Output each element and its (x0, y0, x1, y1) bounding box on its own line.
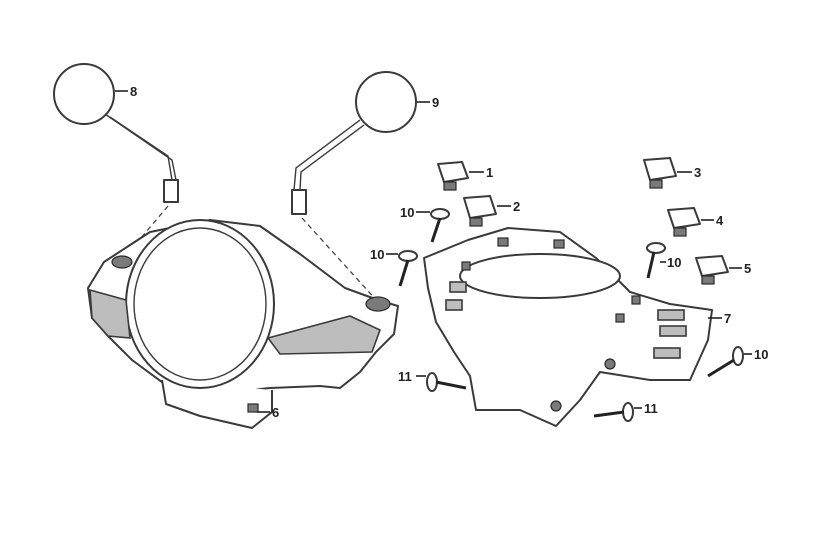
mirror-left-stem (163, 179, 179, 203)
front-cover-clip (247, 403, 259, 413)
switch-knob-2 (463, 195, 497, 227)
callout-5: 5 (744, 261, 751, 276)
screw-11-b (593, 402, 634, 422)
callout-8: 8 (130, 84, 137, 99)
callout-7: 7 (724, 311, 731, 326)
mirror-mount-left (111, 255, 133, 269)
switch-slot-right-3 (653, 347, 681, 359)
screw-10-c (646, 242, 666, 279)
handlebar-front-cover (87, 219, 399, 429)
front-cover-lower-lip (161, 379, 273, 429)
handlebar-rear-cover (423, 227, 713, 427)
mirror-mount-right (365, 296, 391, 312)
rear-cover-window (459, 253, 621, 299)
switch-knob-4 (667, 207, 701, 237)
callout-10-b: 10 (370, 247, 384, 262)
switch-slot-left-2 (445, 299, 463, 311)
mirror-right-arm (293, 119, 361, 191)
speedometer-lens (125, 219, 275, 389)
mirror-right-stem (291, 189, 307, 215)
switch-knob-3 (643, 157, 677, 189)
mirror-right-glass (355, 71, 417, 133)
callout-11-b: 11 (644, 401, 658, 416)
callout-10-a: 10 (400, 205, 414, 220)
mirror-right (291, 71, 417, 215)
switch-slot-right-1 (657, 309, 685, 321)
callout-10-c: 10 (667, 255, 681, 270)
screw-10-a (430, 208, 450, 243)
mirror-left-glass (53, 63, 115, 125)
callout-4: 4 (716, 213, 724, 228)
callout-9: 9 (432, 95, 439, 110)
switch-slot-left-1 (449, 281, 467, 293)
front-cover-left-panel (89, 288, 131, 339)
front-cover-right-panel (266, 315, 382, 355)
callout-10-d: 10 (754, 347, 768, 362)
callout-2: 2 (513, 199, 520, 214)
callout-6: 6 (272, 405, 279, 420)
mirror-left (53, 63, 179, 203)
mirror-left-arm (104, 113, 177, 181)
callout-1: 1 (486, 165, 493, 180)
switch-knob-1 (437, 161, 469, 191)
switch-knob-5 (695, 255, 729, 285)
mount-line-right (301, 217, 379, 303)
screw-11-a (426, 372, 467, 392)
callout-11-a: 11 (398, 369, 412, 384)
switch-slot-right-2 (659, 325, 687, 337)
callout-3: 3 (694, 165, 701, 180)
screw-10-d (707, 346, 744, 378)
screw-10-b (398, 250, 418, 287)
